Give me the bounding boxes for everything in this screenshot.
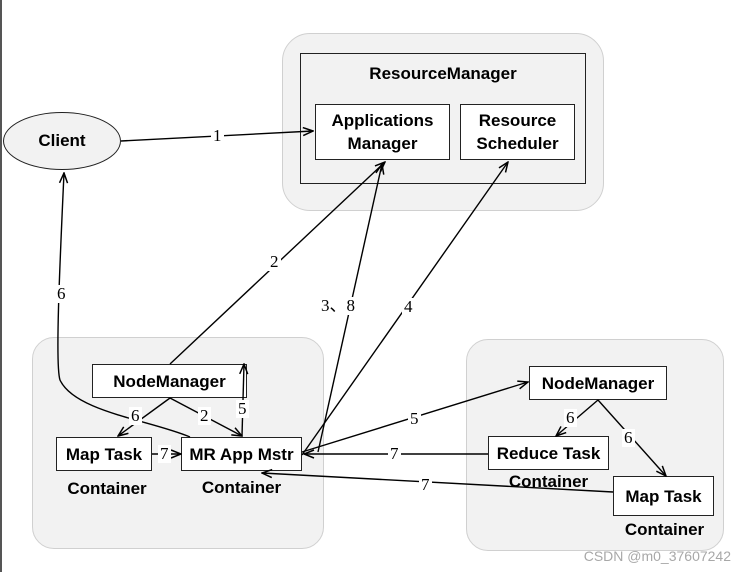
step-label-3-8: 3、8 — [319, 296, 357, 315]
step-label-1: 1 — [211, 126, 224, 145]
step-label-7-map: 7 — [158, 444, 171, 463]
applications-manager-box: Applications Manager — [315, 104, 450, 160]
left-node-manager-box: NodeManager — [92, 364, 247, 398]
resource-scheduler-box: Resource Scheduler — [460, 104, 575, 160]
resource-manager-box — [300, 53, 586, 184]
step-label-4: 4 — [402, 297, 415, 316]
step-label-2: 2 — [268, 252, 281, 271]
edge-node-manager-to-map-task — [118, 397, 171, 436]
step-label-2-left: 2 — [198, 406, 211, 425]
left-map-task-box: Map Task — [56, 437, 152, 471]
step-label-7-map-right: 7 — [419, 475, 432, 494]
left-border-line — [0, 0, 2, 572]
resource-manager-title: ResourceManager — [369, 64, 517, 83]
step-label-6-map: 6 — [622, 428, 635, 447]
step-label-6-left: 6 — [129, 406, 142, 425]
edge-right-node-manager-to-reduce-task — [556, 399, 599, 436]
csdn-watermark: CSDN @m0_37607242 — [583, 548, 731, 564]
step-label-6-client: 6 — [55, 284, 68, 303]
step-label-5-right: 5 — [408, 409, 421, 428]
client-node: Client — [3, 112, 121, 170]
app-master-box: MR App Mstr — [181, 437, 302, 471]
client-label: Client — [38, 131, 86, 150]
app-master-container-label: Container — [201, 478, 282, 497]
right-node-manager-box: NodeManager — [529, 366, 667, 400]
step-label-6-reduce: 6 — [564, 408, 577, 427]
reduce-task-box: Reduce Task — [488, 436, 609, 470]
reduce-task-container-label: Container — [508, 472, 589, 491]
edge-app-master-to-client — [57, 173, 191, 438]
left-map-task-container-label: Container — [67, 479, 147, 498]
right-map-task-container-label: Container — [624, 520, 705, 539]
step-label-7-reduce: 7 — [388, 444, 401, 463]
step-label-5-left: 5 — [236, 399, 249, 418]
edge-right-map-task-to-app-master — [262, 473, 614, 493]
right-map-task-box: Map Task — [613, 476, 714, 516]
